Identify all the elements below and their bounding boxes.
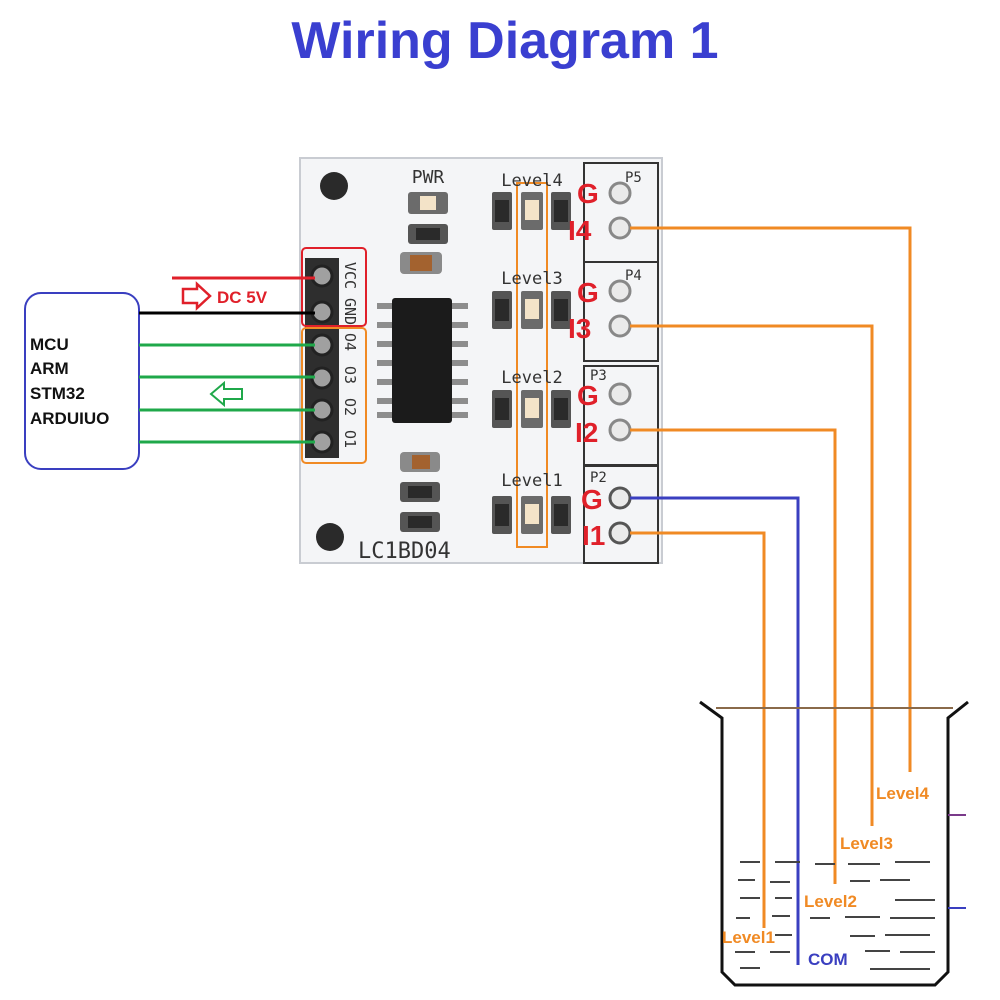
water-surface (735, 861, 935, 970)
terminal-i4 (608, 216, 632, 240)
terminal-label-i4: I4 (568, 215, 592, 246)
terminal-g-p2 (608, 486, 632, 510)
power-arrow-icon (181, 281, 212, 311)
pin-label-vcc: VCC (341, 262, 359, 289)
mount-hole-top-left (320, 172, 348, 200)
terminal-label-g-p2: G (581, 484, 603, 515)
header-pin-labels: VCC GND O4 O3 O2 O1 (341, 262, 359, 448)
port-label-p3: P3 (590, 368, 607, 384)
tank-label-level1: Level1 (722, 928, 775, 947)
board-level1-label: Level1 (501, 471, 562, 491)
port-label-p5: P5 (625, 170, 642, 186)
mcu-label: MCU (30, 335, 69, 354)
board-model-label: LC1BD04 (358, 539, 451, 564)
header-highlight-outputs (301, 327, 367, 464)
beaker-outline (699, 700, 969, 987)
header-pin-vcc (310, 264, 334, 288)
tank-label-level4: Level4 (876, 784, 929, 803)
com-wire (630, 496, 800, 965)
tank-label-level3: Level3 (840, 834, 893, 853)
pin-label-o4: O4 (341, 333, 359, 351)
diagram-title: Wiring Diagram 1 (291, 12, 718, 70)
level3-wire (630, 324, 874, 826)
terminal-label-i2: I2 (575, 417, 598, 448)
level4-wire (630, 226, 912, 772)
tank-label-level2: Level2 (804, 892, 857, 911)
mcu-label-arduiuo: ARDUIUO (30, 409, 109, 428)
level1-wire (630, 531, 766, 928)
terminal-label-i1: I1 (582, 520, 605, 551)
led-column-highlight (516, 182, 548, 548)
terminal-label-i3: I3 (568, 313, 591, 344)
ic-chip (377, 298, 468, 423)
tank-label-com: COM (808, 950, 848, 969)
terminal-g-p4 (608, 279, 632, 303)
port-box-p4 (583, 261, 659, 362)
relay-board: PWR LC1BD (299, 157, 663, 564)
mcu-label-stm32: STM32 (30, 384, 85, 403)
terminal-i3 (608, 314, 632, 338)
pin-label-o1: O1 (341, 430, 359, 448)
level-wires (630, 226, 912, 965)
mcu-box (24, 292, 140, 470)
terminal-label-g-p3: G (577, 380, 599, 411)
pwr-label: PWR (412, 167, 445, 188)
terminal-label-g-p4: G (577, 277, 599, 308)
board-level3-label: Level3 (501, 269, 562, 289)
terminal-label-g-p5: G (577, 178, 599, 209)
pin-label-o2: O2 (341, 398, 359, 416)
port-label-p2: P2 (590, 470, 607, 486)
port-box-p2 (583, 465, 659, 564)
port-label-p4: P4 (625, 268, 642, 284)
board-level2-label: Level2 (501, 368, 562, 388)
signal-direction-arrow-icon (209, 380, 243, 408)
mcu-label-arm: ARM (30, 359, 69, 378)
mount-hole-bottom-left (316, 523, 344, 551)
power-label: DC 5V (217, 288, 268, 307)
terminal-g-p5 (608, 181, 632, 205)
water-tank (699, 700, 969, 987)
terminal-g-p3 (608, 382, 632, 406)
header-highlight-power (301, 247, 367, 327)
board-level4-label: Level4 (501, 171, 562, 191)
channel-components (492, 192, 571, 534)
pin-label-o3: O3 (341, 366, 359, 384)
terminal-i2 (608, 418, 632, 442)
header-block (305, 258, 339, 458)
level2-wire (630, 428, 837, 884)
mcu-wires (139, 276, 315, 444)
pin-label-gnd: GND (341, 298, 359, 325)
terminal-i1 (608, 521, 632, 545)
